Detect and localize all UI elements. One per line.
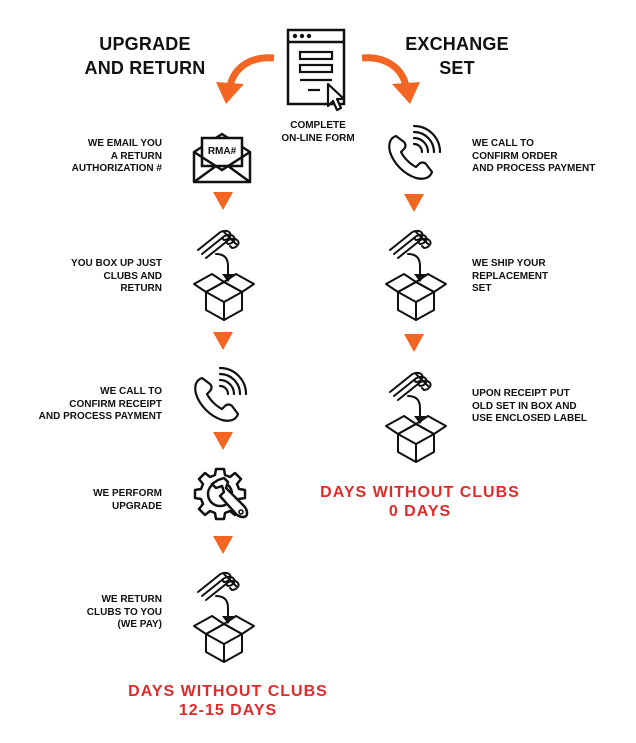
down-arrow-icon [404, 194, 424, 212]
curved-arrow-left-icon [216, 54, 275, 104]
heading-line: AND RETURN [84, 58, 206, 78]
step-line: SET [472, 283, 492, 294]
left-step-upgrade-label: WE PERFORM UPGRADE [0, 488, 162, 513]
step-line: USE ENCLOSED LABEL [472, 413, 588, 424]
gear-wrench-icon [193, 467, 249, 521]
envelope-icon: RMA# [192, 132, 252, 184]
step-line: UPGRADE [111, 500, 162, 512]
clubs-into-box-icon [193, 229, 255, 321]
upgrade-and-return-heading: UPGRADE AND RETURN [80, 32, 210, 80]
step-line: WE CALL TO [100, 386, 162, 397]
exchange-set-heading: EXCHANGE SET [392, 32, 522, 80]
phone-icon [388, 124, 442, 180]
down-arrow-icon [213, 432, 233, 450]
days-line: 12-15 DAYS [178, 702, 278, 719]
step-line: WE CALL TO [472, 138, 534, 149]
down-arrow-icon [213, 536, 233, 554]
step-line: WE RETURN [101, 594, 162, 605]
clubs-into-box-icon [193, 571, 255, 663]
step-line: UPON RECEIPT PUT [472, 388, 570, 399]
step-line: AND PROCESS PAYMENT [38, 411, 162, 422]
step-line: WE SHIP YOUR [472, 258, 546, 269]
clubs-into-box-icon [385, 229, 447, 321]
left-step-call-label: WE CALL TO CONFIRM RECEIPT AND PROCESS P… [0, 386, 162, 424]
step-line: WE EMAIL YOU [87, 138, 162, 149]
heading-line: UPGRADE [99, 34, 191, 54]
step-line: CLUBS AND [103, 270, 162, 282]
right-step-call-label: WE CALL TO CONFIRM ORDER AND PROCESS PAY… [472, 138, 636, 176]
left-step-email-label: WE EMAIL YOU A RETURN AUTHORIZATION # [0, 138, 162, 176]
online-form-icon [286, 28, 346, 112]
heading-line: EXCHANGE [405, 34, 509, 54]
step-line: OLD SET IN BOX AND [472, 400, 577, 412]
down-arrow-icon [404, 334, 424, 352]
step-line: (WE PAY) [117, 619, 162, 630]
step-line: WE PERFORM [93, 488, 162, 499]
left-step-boxup-label: YOU BOX UP JUST CLUBS AND RETURN [0, 258, 162, 296]
down-arrow-icon [213, 192, 233, 210]
step-line: AUTHORIZATION # [71, 163, 162, 174]
days-line: 0 DAYS [388, 503, 452, 520]
step-line: AND PROCESS PAYMENT [472, 163, 596, 174]
step-line: REPLACEMENT [472, 270, 549, 282]
step-line: CLUBS TO YOU [86, 606, 162, 618]
days-without-clubs-right: DAYS WITHOUT CLUBS 0 DAYS [290, 483, 550, 521]
days-line: DAYS WITHOUT CLUBS [320, 484, 520, 501]
step-line: YOU BOX UP JUST [71, 258, 162, 269]
rma-badge: RMA# [208, 146, 237, 157]
clubs-into-box-icon [385, 371, 447, 463]
form-label-line: COMPLETE [290, 120, 346, 131]
heading-line: SET [439, 58, 475, 78]
left-step-return-label: WE RETURN CLUBS TO YOU (WE PAY) [0, 594, 162, 632]
days-line: DAYS WITHOUT CLUBS [128, 683, 328, 700]
form-label-line: ON-LINE FORM [281, 132, 355, 144]
right-step-ship-label: WE SHIP YOUR REPLACEMENT SET [472, 258, 636, 296]
days-without-clubs-left: DAYS WITHOUT CLUBS 12-15 DAYS [98, 682, 358, 720]
step-line: CONFIRM RECEIPT [69, 398, 162, 410]
step-line: CONFIRM ORDER [472, 150, 558, 162]
step-line: A RETURN [110, 150, 162, 162]
step-line: RETURN [120, 283, 162, 294]
phone-icon [194, 366, 248, 422]
curved-arrow-right-icon [361, 54, 420, 104]
form-label: COMPLETE ON-LINE FORM [258, 120, 378, 145]
down-arrow-icon [213, 332, 233, 350]
right-step-receipt-label: UPON RECEIPT PUT OLD SET IN BOX AND USE … [472, 388, 636, 426]
